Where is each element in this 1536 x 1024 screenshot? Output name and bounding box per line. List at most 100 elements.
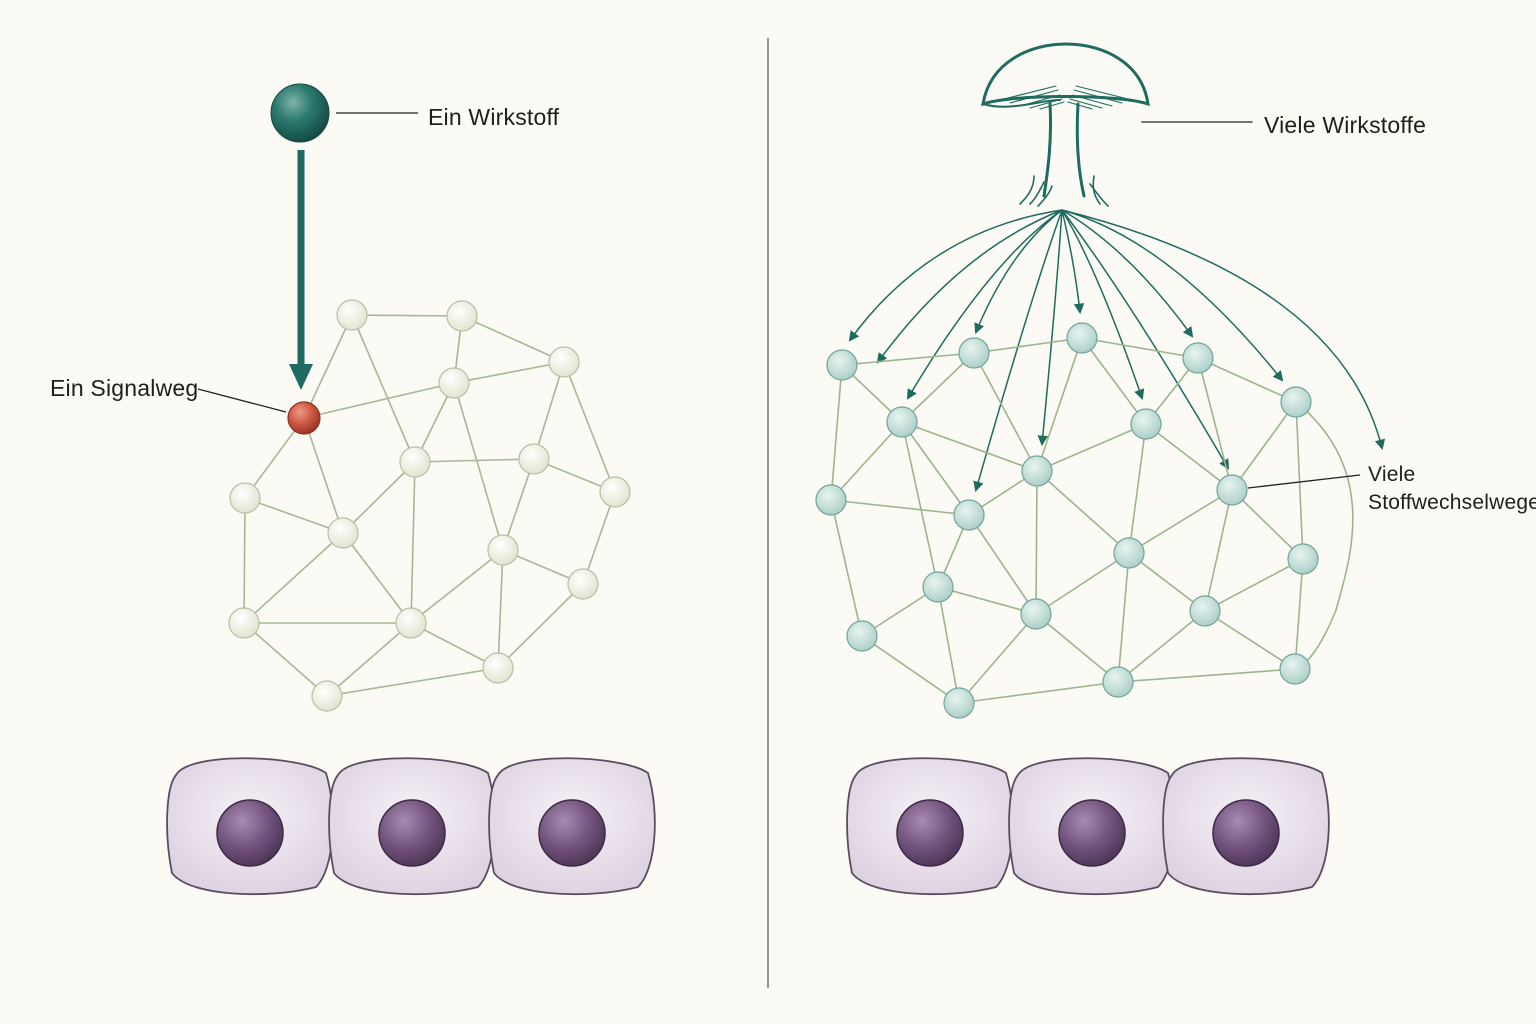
network-node bbox=[953, 499, 985, 531]
network-edge bbox=[414, 458, 535, 463]
network-edge bbox=[1231, 401, 1297, 491]
single-compound-sphere-icon bbox=[270, 83, 330, 143]
network-edge bbox=[342, 461, 416, 534]
compound-arrow bbox=[1061, 209, 1194, 338]
cell-rows bbox=[166, 757, 1330, 896]
single-compound-label: Ein Wirkstoff bbox=[428, 104, 560, 130]
network-edge bbox=[841, 352, 975, 366]
network-edge bbox=[1204, 558, 1304, 612]
network-node bbox=[1020, 598, 1052, 630]
network-edge bbox=[1295, 401, 1304, 560]
network-edge bbox=[937, 586, 960, 704]
network-node bbox=[1279, 653, 1311, 685]
network-edge bbox=[243, 532, 344, 624]
network-node bbox=[1102, 666, 1134, 698]
network-node bbox=[815, 484, 847, 516]
network-edge bbox=[1035, 470, 1038, 615]
compound-arrow bbox=[1061, 209, 1145, 400]
target-pathway-node bbox=[287, 401, 321, 435]
network-node bbox=[943, 687, 975, 719]
network-edge bbox=[563, 361, 616, 493]
network-edge bbox=[502, 458, 535, 551]
right-compound-arrows bbox=[848, 209, 1386, 493]
network-edge bbox=[1036, 470, 1130, 554]
network-edge bbox=[1197, 357, 1297, 403]
network-edge bbox=[1294, 558, 1304, 670]
network-edge bbox=[582, 491, 616, 585]
single-pathway-leader-line bbox=[197, 388, 287, 413]
single-compound-arrow-head bbox=[289, 364, 313, 390]
network-edge bbox=[351, 314, 416, 463]
network-edge bbox=[830, 421, 903, 501]
network-edge bbox=[973, 337, 1083, 354]
network-edge bbox=[461, 315, 565, 363]
network-node bbox=[1113, 537, 1145, 569]
network-edge bbox=[861, 635, 960, 704]
left-network bbox=[228, 299, 631, 712]
network-node bbox=[399, 446, 431, 478]
compound-arrow bbox=[876, 209, 1063, 364]
network-node bbox=[958, 337, 990, 369]
network-edge bbox=[410, 549, 504, 624]
network-edge bbox=[303, 314, 353, 419]
many-compounds-label: Viele Wirkstoffe bbox=[1264, 112, 1427, 138]
network-edge bbox=[497, 549, 504, 669]
network-node bbox=[548, 346, 580, 378]
network-edge bbox=[342, 532, 412, 624]
network-edge bbox=[830, 364, 843, 501]
network-edge bbox=[244, 497, 344, 534]
network-edge bbox=[1035, 613, 1119, 683]
network-node bbox=[886, 406, 918, 438]
network-edge bbox=[968, 514, 1037, 615]
compound-arrow bbox=[1061, 209, 1284, 382]
network-node bbox=[826, 349, 858, 381]
network-node bbox=[1189, 595, 1221, 627]
network-node bbox=[518, 443, 550, 475]
network-edge bbox=[830, 499, 863, 637]
network-edge bbox=[1035, 552, 1130, 615]
network-edge bbox=[1081, 337, 1147, 425]
network-edge bbox=[1117, 610, 1206, 683]
network-edge bbox=[1197, 357, 1233, 491]
many-pathways-leader-line bbox=[1247, 474, 1361, 489]
many-pathways-label-line2: Stoffwechselwege bbox=[1368, 491, 1536, 514]
network-edge bbox=[958, 681, 1119, 704]
compound-arrow bbox=[1037, 209, 1063, 447]
network-edge bbox=[1036, 337, 1083, 472]
network-edge bbox=[830, 499, 970, 516]
compound-arrow bbox=[906, 209, 1063, 400]
cell-nucleus bbox=[896, 799, 964, 867]
network-node bbox=[846, 620, 878, 652]
network-edge bbox=[1117, 668, 1296, 683]
network-edge bbox=[973, 352, 1038, 472]
network-node bbox=[446, 300, 478, 332]
network-edge bbox=[243, 622, 328, 697]
network-node bbox=[599, 476, 631, 508]
network-edge bbox=[1128, 552, 1206, 612]
network-edge bbox=[1117, 552, 1130, 683]
compound-arrow bbox=[1061, 209, 1230, 470]
network-edge bbox=[326, 622, 412, 697]
network-edge bbox=[1128, 423, 1147, 554]
network-node bbox=[228, 607, 260, 639]
right-network bbox=[815, 322, 1354, 719]
compound-arrow bbox=[848, 209, 1063, 342]
network-node bbox=[1182, 342, 1214, 374]
network-node bbox=[438, 367, 470, 399]
network-node bbox=[922, 571, 954, 603]
network-edge bbox=[1036, 423, 1147, 472]
network-edge bbox=[901, 421, 939, 588]
cell-nucleus bbox=[378, 799, 446, 867]
mushroom-icon bbox=[981, 42, 1253, 207]
compound-arrow bbox=[1061, 209, 1085, 315]
network-node bbox=[1280, 386, 1312, 418]
network-node bbox=[229, 482, 261, 514]
network-edge bbox=[453, 382, 504, 551]
cell-nucleus bbox=[1058, 799, 1126, 867]
network-node bbox=[1066, 322, 1098, 354]
network-edge bbox=[1145, 423, 1233, 491]
network-edge bbox=[901, 421, 1038, 472]
network-edge bbox=[453, 361, 565, 384]
